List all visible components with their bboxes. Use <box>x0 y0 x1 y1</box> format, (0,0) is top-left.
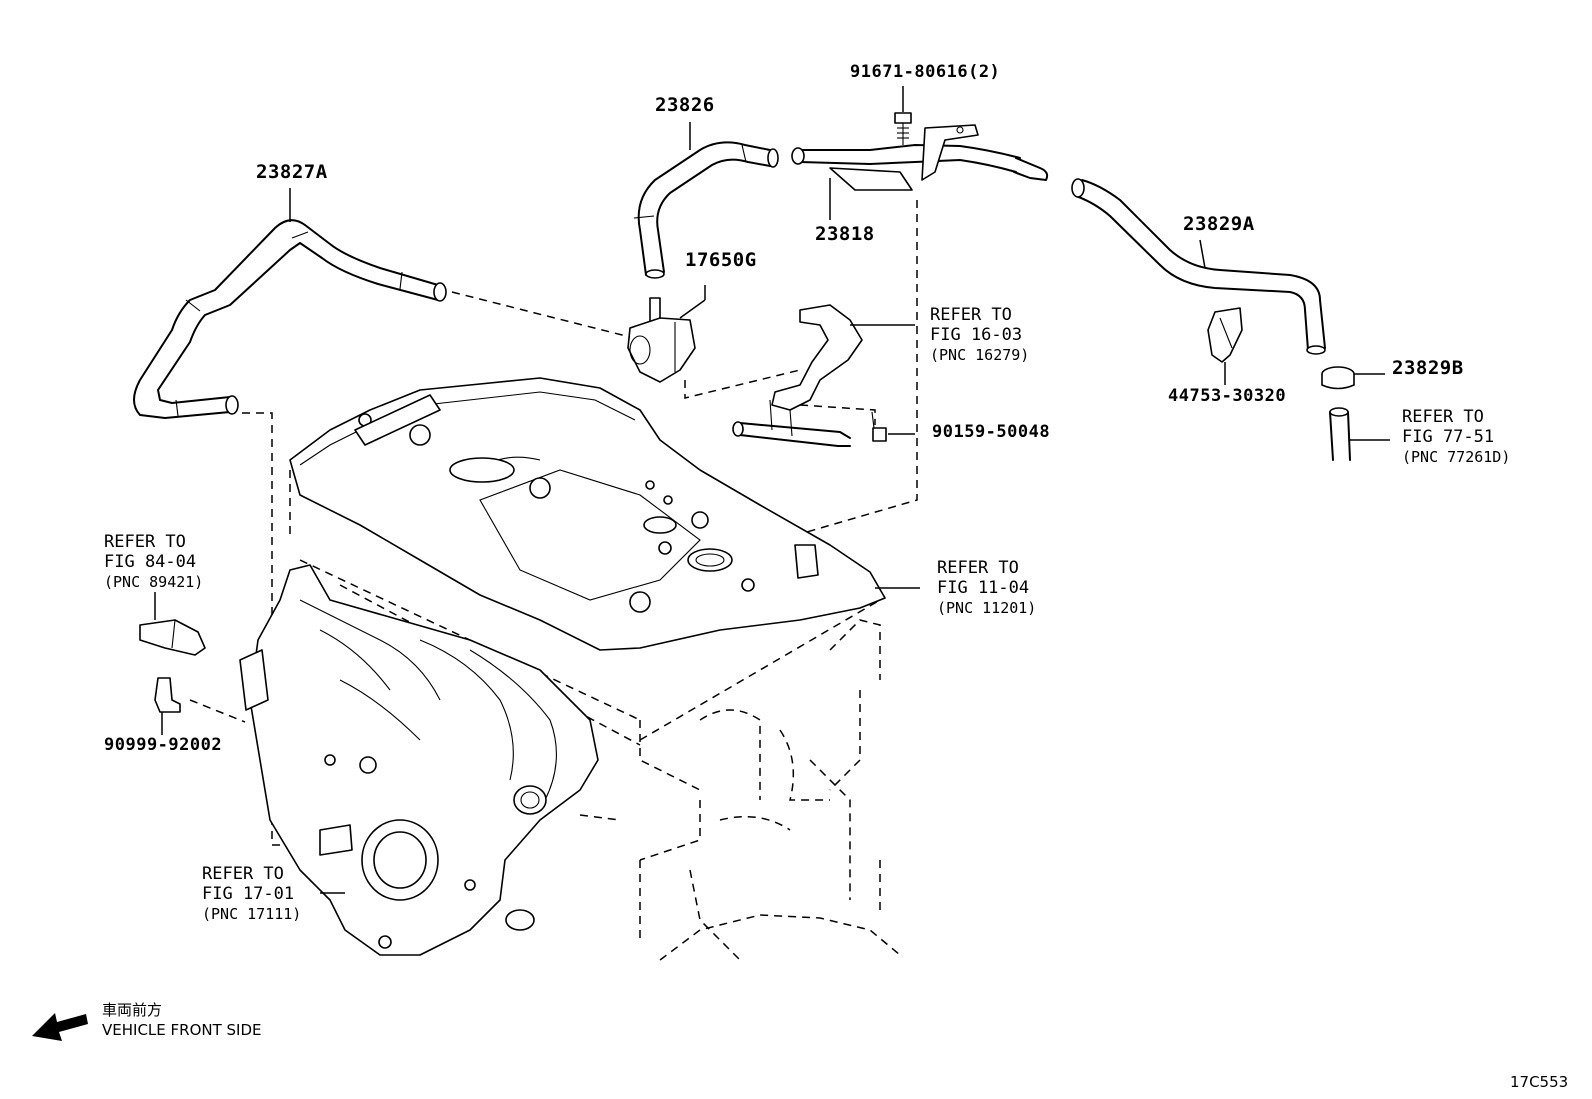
diagram-code: 17C553 <box>1510 1073 1569 1091</box>
part-label-23829b[interactable]: 23829B <box>1392 357 1464 379</box>
bolt-91671[interactable] <box>894 86 912 145</box>
union-90999[interactable] <box>154 677 181 735</box>
reference-pnc: (PNC 89421) <box>104 573 204 591</box>
reference-fig-77-51[interactable]: REFER TO FIG 77-51 (PNC 77261D) <box>1402 407 1510 467</box>
reference-fig-11-04[interactable]: REFER TO FIG 11-04 (PNC 11201) <box>937 558 1036 618</box>
bolt-90159[interactable] <box>871 411 915 442</box>
reference-line-2: FIG 11-04 <box>937 578 1030 598</box>
intake-manifold[interactable] <box>239 564 599 956</box>
reference-fig-16-03[interactable]: REFER TO FIG 16-03 (PNC 16279) <box>930 305 1029 365</box>
part-label-23818[interactable]: 23818 <box>815 223 875 245</box>
clamp-23829b[interactable] <box>1321 366 1385 390</box>
reference-fig-84-04[interactable]: REFER TO FIG 84-04 (PNC 89421) <box>104 532 203 592</box>
part-label-90159[interactable]: 90159-50048 <box>932 422 1051 442</box>
vehicle-front-label: VEHICLE FRONT SIDE <box>102 1021 262 1039</box>
vsv-sensor-89421[interactable] <box>139 592 206 656</box>
hose-23827a[interactable] <box>133 188 447 419</box>
reference-line-1: REFER TO <box>104 532 186 552</box>
reference-fig-17-01[interactable]: REFER TO FIG 17-01 (PNC 17111) <box>202 864 301 924</box>
clip-44753[interactable] <box>1207 307 1243 385</box>
reference-pnc: (PNC 11201) <box>937 599 1037 617</box>
pipe-23818[interactable] <box>791 124 1049 220</box>
hose-23826[interactable] <box>633 122 779 279</box>
part-label-23829a[interactable]: 23829A <box>1183 213 1255 235</box>
reference-line-2: FIG 16-03 <box>930 325 1023 345</box>
part-label-23827a[interactable]: 23827A <box>256 161 328 183</box>
valve-17650g[interactable] <box>627 285 706 383</box>
reference-pnc: (PNC 17111) <box>202 905 302 923</box>
hose-end-77261d[interactable] <box>1329 407 1390 461</box>
reference-line-2: FIG 84-04 <box>104 552 197 572</box>
part-label-90999[interactable]: 90999-92002 <box>104 735 223 755</box>
part-label-17650g[interactable]: 17650G <box>685 249 757 271</box>
hose-23829a[interactable] <box>1071 178 1326 355</box>
reference-line-1: REFER TO <box>202 864 284 884</box>
part-label-44753[interactable]: 44753-30320 <box>1168 386 1287 406</box>
part-label-23826[interactable]: 23826 <box>655 94 715 116</box>
reference-pnc: (PNC 77261D) <box>1402 448 1511 466</box>
arrow-left-icon <box>32 1013 88 1041</box>
reference-line-2: FIG 17-01 <box>202 884 295 904</box>
reference-line-1: REFER TO <box>930 305 1012 325</box>
engine-block <box>289 470 901 961</box>
cylinder-head-cover[interactable] <box>289 377 920 651</box>
reference-pnc: (PNC 16279) <box>930 346 1030 364</box>
reference-line-2: FIG 77-51 <box>1402 427 1495 447</box>
reference-line-1: REFER TO <box>1402 407 1484 427</box>
vehicle-front-japanese: 車両前方 <box>102 1001 163 1019</box>
bracket-pipe-16279[interactable] <box>732 304 915 447</box>
part-label-91671[interactable]: 91671-80616(2) <box>850 62 1001 82</box>
reference-line-1: REFER TO <box>937 558 1019 578</box>
